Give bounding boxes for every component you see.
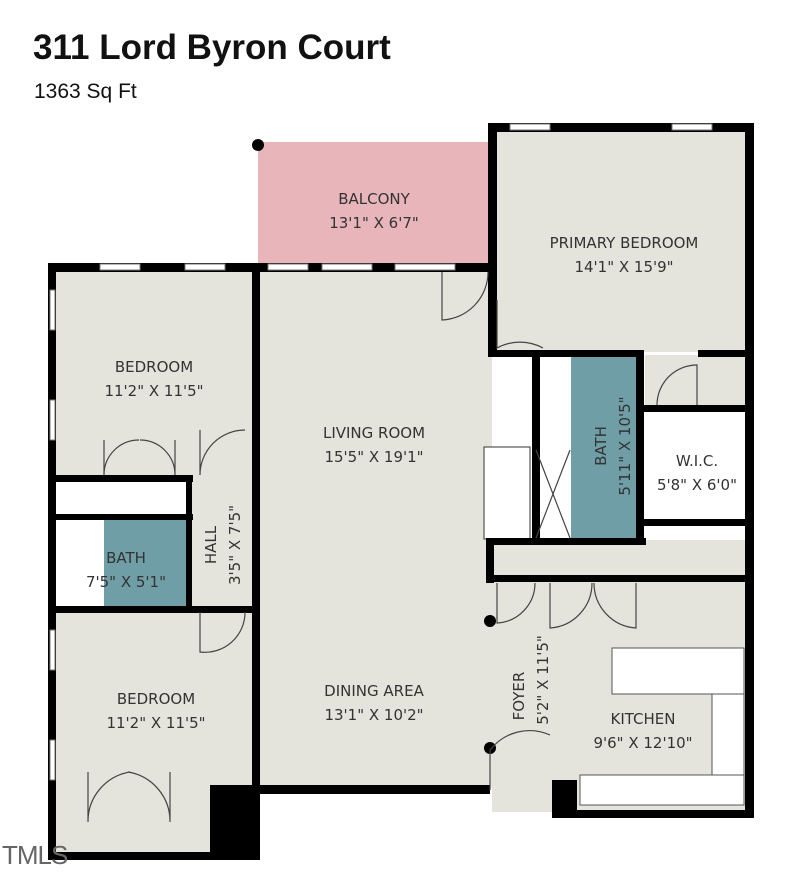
bath1-teal [104,518,188,608]
hall-fill [190,480,255,610]
living-room-dims: 15'5" X 19'1" [324,448,423,466]
kitchen-counter [611,647,745,695]
bedroom1-fill [53,268,255,480]
primary-bedroom-label: PRIMARY BEDROOM [550,234,699,252]
balcony-label: BALCONY [338,190,410,208]
balcony-fill [258,142,490,266]
bedroom1-dims: 11'2" X 11'5" [104,382,203,400]
kitchen-dims: 9'6" X 12'10" [593,734,692,752]
hall-dims: 3'5" X 7'5" [226,505,244,585]
bath1-label: BATH [106,549,146,567]
living-fill [258,268,492,788]
bedroom2-label: BEDROOM [117,690,195,708]
kitchen-counter-bottom [579,774,745,806]
primary-bedroom-fill [492,127,748,352]
bedroom1-label: BEDROOM [115,358,193,376]
kitchen-label: KITCHEN [611,710,676,728]
wic-dims: 5'8" X 6'0" [657,476,737,494]
wic-shelf [645,412,745,520]
hall-label: HALL [202,525,220,564]
bedroom2-strip [53,822,213,856]
wic-label: W.I.C. [676,452,718,470]
windows [49,123,713,781]
foyer-label: FOYER [510,672,528,721]
bath2-teal [571,355,641,540]
dining-dims: 13'1" X 10'2" [324,706,423,724]
living-room-label: LIVING ROOM [323,424,425,442]
dining-label: DINING AREA [324,682,424,700]
bath2-dims: 5'11" X 10'5" [616,396,634,495]
primary-bedroom-dims: 14'1" X 15'9" [574,258,673,276]
bath2-label: BATH [592,426,610,466]
bedroom2-dims: 11'2" X 11'5" [106,714,205,732]
square-footage: 1363 Sq Ft [34,80,137,103]
foyer-dims: 5'2" X 11'5" [534,635,552,725]
mls-watermark: TMLS [2,840,68,870]
page-title: 311 Lord Byron Court [33,28,391,67]
balcony-dims: 13'1" X 6'7" [329,214,419,232]
room-fills [53,127,748,856]
bath1-dims: 7'5" X 5'1" [86,573,166,591]
fireplace [483,446,531,540]
doors [87,271,698,823]
closet1-fill [53,480,190,516]
